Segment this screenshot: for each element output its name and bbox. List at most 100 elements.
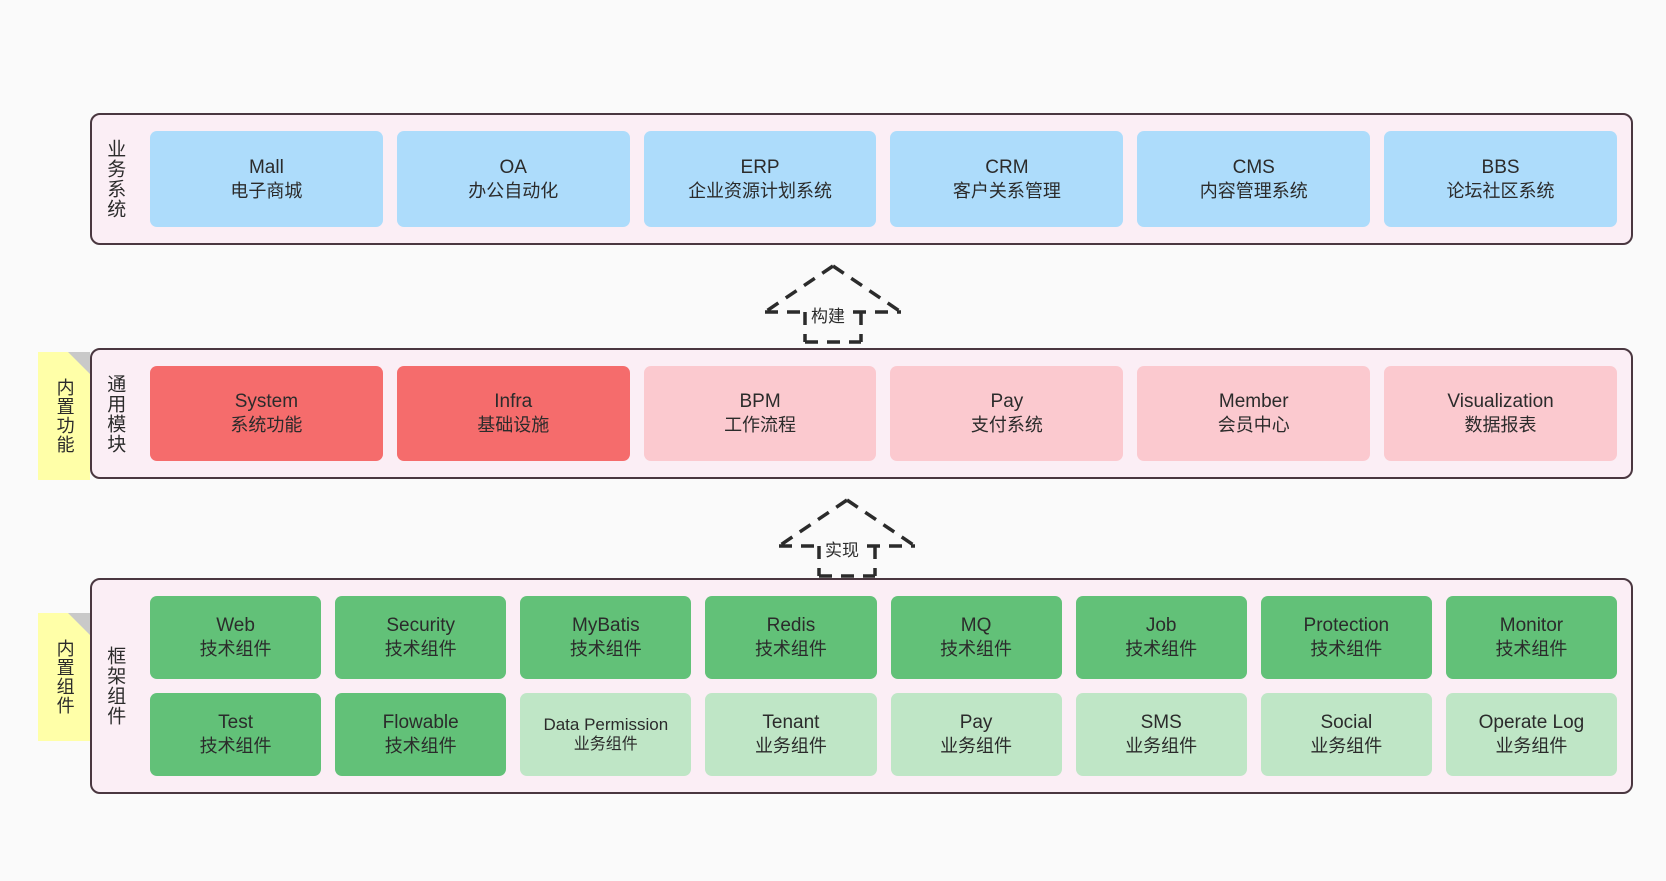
node-name: Social — [1320, 712, 1373, 734]
node-desc: 业务组件 — [1125, 736, 1198, 757]
sticky-note-builtin-components: 内置组件 — [38, 613, 90, 741]
node-column: Protection 技术组件 Social 业务组件 — [1260, 596, 1432, 776]
node-tenant[interactable]: Tenant 业务组件 — [705, 693, 877, 776]
layer-common-modules: 通用模块 System 系统功能 Infra 基础设施 BPM 工作流程 — [90, 348, 1633, 479]
node-redis[interactable]: Redis 技术组件 — [705, 596, 877, 679]
node-name: Flowable — [382, 712, 459, 734]
node-security[interactable]: Security 技术组件 — [335, 596, 507, 679]
node-monitor[interactable]: Monitor 技术组件 — [1445, 596, 1617, 679]
node-name: Job — [1145, 615, 1177, 637]
node-erp[interactable]: ERP 企业资源计划系统 — [643, 131, 877, 227]
node-pay-component[interactable]: Pay 业务组件 — [890, 693, 1062, 776]
node-bpm[interactable]: BPM 工作流程 — [643, 366, 877, 461]
node-desc: 技术组件 — [1125, 639, 1198, 660]
node-test[interactable]: Test 技术组件 — [150, 693, 322, 776]
node-system[interactable]: System 系统功能 — [150, 366, 383, 461]
node-desc: 客户关系管理 — [952, 180, 1061, 201]
node-social[interactable]: Social 业务组件 — [1260, 693, 1432, 776]
connector-implement: 实现 — [774, 496, 920, 578]
node-name: Protection — [1303, 615, 1390, 637]
node-name: SMS — [1140, 712, 1182, 734]
node-flowable[interactable]: Flowable 技术组件 — [335, 693, 507, 776]
node-desc: 会员中心 — [1217, 415, 1290, 436]
node-desc: 支付系统 — [970, 415, 1043, 436]
node-protection[interactable]: Protection 技术组件 — [1260, 596, 1432, 679]
node-name: Redis — [766, 615, 816, 637]
node-column: Member 会员中心 — [1137, 366, 1371, 461]
node-mall[interactable]: Mall 电子商城 — [150, 131, 383, 227]
node-desc: 技术组件 — [1310, 639, 1383, 660]
node-desc: 内容管理系统 — [1199, 180, 1308, 201]
node-name: MyBatis — [572, 615, 640, 637]
node-desc: 办公自动化 — [468, 180, 559, 201]
sticky-note-builtin-features: 内置功能 — [38, 352, 90, 480]
connector-implement-label: 实现 — [822, 536, 862, 561]
node-name: System — [234, 391, 299, 413]
node-name: Member — [1218, 391, 1289, 413]
node-desc: 业务组件 — [1495, 736, 1568, 757]
node-pay-module[interactable]: Pay 支付系统 — [890, 366, 1124, 461]
node-column: Security 技术组件 Flowable 技术组件 — [335, 596, 507, 776]
node-column: BPM 工作流程 — [643, 366, 877, 461]
node-member[interactable]: Member 会员中心 — [1137, 366, 1371, 461]
node-column: Infra 基础设施 — [396, 366, 630, 461]
layer-body-business-systems: Mall 电子商城 OA 办公自动化 ERP 企业资源计划系统 CRM — [136, 115, 1631, 243]
node-crm[interactable]: CRM 客户关系管理 — [890, 131, 1124, 227]
node-desc: 技术组件 — [384, 736, 457, 757]
node-cms[interactable]: CMS 内容管理系统 — [1137, 131, 1371, 227]
layer-title-framework-components: 框架组件 — [104, 646, 126, 726]
node-name: Pay — [990, 391, 1024, 413]
node-desc: 工作流程 — [724, 415, 797, 436]
layer-title-common-modules: 通用模块 — [104, 373, 126, 454]
node-name: Pay — [959, 712, 993, 734]
node-web[interactable]: Web 技术组件 — [150, 596, 322, 679]
node-name: Test — [218, 712, 253, 734]
node-desc: 技术组件 — [199, 639, 272, 660]
node-job[interactable]: Job 技术组件 — [1075, 596, 1247, 679]
node-bbs[interactable]: BBS 论坛社区系统 — [1384, 131, 1617, 227]
node-name: Monitor — [1499, 615, 1564, 637]
node-desc: 技术组件 — [569, 639, 642, 660]
node-name: Mall — [248, 156, 284, 178]
node-name: Data Permission — [543, 714, 669, 734]
node-desc: 业务组件 — [573, 736, 638, 754]
node-name: Infra — [494, 391, 533, 413]
node-desc: 基础设施 — [477, 415, 550, 436]
node-name: Security — [386, 615, 455, 637]
node-mybatis[interactable]: MyBatis 技术组件 — [520, 596, 692, 679]
node-desc: 业务组件 — [754, 736, 827, 757]
node-desc: 技术组件 — [940, 639, 1013, 660]
node-sms[interactable]: SMS 业务组件 — [1075, 693, 1247, 776]
node-desc: 业务组件 — [940, 736, 1013, 757]
node-visualization[interactable]: Visualization 数据报表 — [1384, 366, 1617, 461]
node-mq[interactable]: MQ 技术组件 — [890, 596, 1062, 679]
node-column: ERP 企业资源计划系统 — [643, 131, 877, 227]
node-column: Web 技术组件 Test 技术组件 — [150, 596, 322, 776]
node-column: MyBatis 技术组件 Data Permission 业务组件 — [520, 596, 692, 776]
node-infra[interactable]: Infra 基础设施 — [396, 366, 630, 461]
node-data-permission[interactable]: Data Permission 业务组件 — [520, 693, 692, 776]
node-column: Monitor 技术组件 Operate Log 业务组件 — [1445, 596, 1617, 776]
node-column: Mall 电子商城 — [150, 131, 383, 227]
layer-title-business-systems: 业务系统 — [104, 139, 126, 219]
connector-build: 构建 — [760, 262, 906, 344]
node-column: CRM 客户关系管理 — [890, 131, 1124, 227]
node-desc: 数据报表 — [1464, 415, 1537, 436]
node-oa[interactable]: OA 办公自动化 — [396, 131, 630, 227]
layer-framework-components: 框架组件 Web 技术组件 Test 技术组件 Security 技术组件 F — [90, 578, 1633, 794]
layer-business-systems: 业务系统 Mall 电子商城 OA 办公自动化 ERP 企业资源计划系统 — [90, 113, 1633, 245]
node-desc: 技术组件 — [199, 736, 272, 757]
node-name: CMS — [1232, 156, 1275, 178]
node-desc: 系统功能 — [230, 415, 303, 436]
node-desc: 论坛社区系统 — [1446, 180, 1555, 201]
node-column: Job 技术组件 SMS 业务组件 — [1075, 596, 1247, 776]
node-name: BPM — [739, 391, 781, 413]
node-desc: 技术组件 — [754, 639, 827, 660]
node-name: ERP — [740, 156, 780, 178]
node-column: Pay 支付系统 — [890, 366, 1124, 461]
sticky-note-label: 内置组件 — [54, 639, 75, 715]
layer-body-common-modules: System 系统功能 Infra 基础设施 BPM 工作流程 Pay — [136, 350, 1631, 477]
node-operate-log[interactable]: Operate Log 业务组件 — [1445, 693, 1617, 776]
node-desc: 电子商城 — [230, 180, 303, 201]
